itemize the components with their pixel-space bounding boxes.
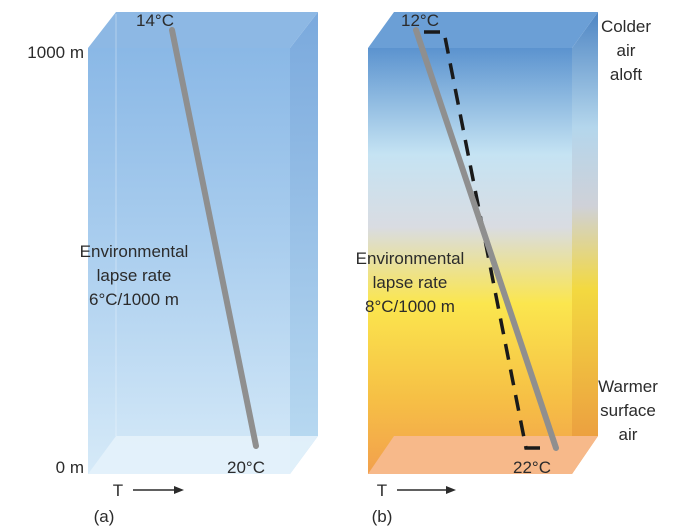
altitude-1000m-label: 1000 m <box>27 43 84 62</box>
colder-air-note-line-3: aloft <box>610 65 642 84</box>
panel-b-lapse-line-1: Environmental <box>356 249 465 268</box>
panel-b-side-face <box>572 12 598 474</box>
panel-b-column <box>368 12 598 474</box>
panel-b-t-axis-label: T <box>377 481 387 500</box>
panel-b-front-face <box>368 48 572 474</box>
panel-b-profile-line <box>413 27 559 451</box>
panel-b-bottom-temperature: 22°C <box>513 458 551 477</box>
warmer-air-note-line-1: Warmer <box>598 377 658 396</box>
panel-b-lapse-line-3: 8°C/1000 m <box>365 297 455 316</box>
panel-a-t-arrow-icon <box>133 486 184 494</box>
altitude-0m-label: 0 m <box>56 458 84 477</box>
warmer-air-note-line-2: surface <box>600 401 656 420</box>
panel-a-bottom-temperature: 20°C <box>227 458 265 477</box>
panel-a-profile-line <box>169 27 259 449</box>
panel-b-tag: (b) <box>372 507 393 526</box>
panel-a-lapse-line-3: 6°C/1000 m <box>89 290 179 309</box>
panel-b-t-arrow-icon <box>397 486 456 494</box>
panel-a-top-temperature: 14°C <box>136 11 174 30</box>
panel-b-dashed-line <box>424 30 548 450</box>
panel-b-top-face <box>368 12 598 48</box>
panel-b-bottom-face <box>368 436 598 474</box>
panel-a-lapse-line-1: Environmental <box>80 242 189 261</box>
panel-a-side-face <box>290 12 318 474</box>
panel-b-lapse-line-2: lapse rate <box>373 273 448 292</box>
colder-air-note-line-1: Colder <box>601 17 651 36</box>
warmer-air-note-line-3: air <box>619 425 638 444</box>
panel-a-column <box>88 12 318 474</box>
panel-a-t-axis-label: T <box>113 481 123 500</box>
colder-air-note-line-2: air <box>617 41 636 60</box>
panel-a-lapse-line-2: lapse rate <box>97 266 172 285</box>
panel-a-bottom-face <box>88 436 318 474</box>
panel-b-top-temperature: 12°C <box>401 11 439 30</box>
panel-a-top-face <box>88 12 318 48</box>
panel-a-tag: (a) <box>94 507 115 526</box>
